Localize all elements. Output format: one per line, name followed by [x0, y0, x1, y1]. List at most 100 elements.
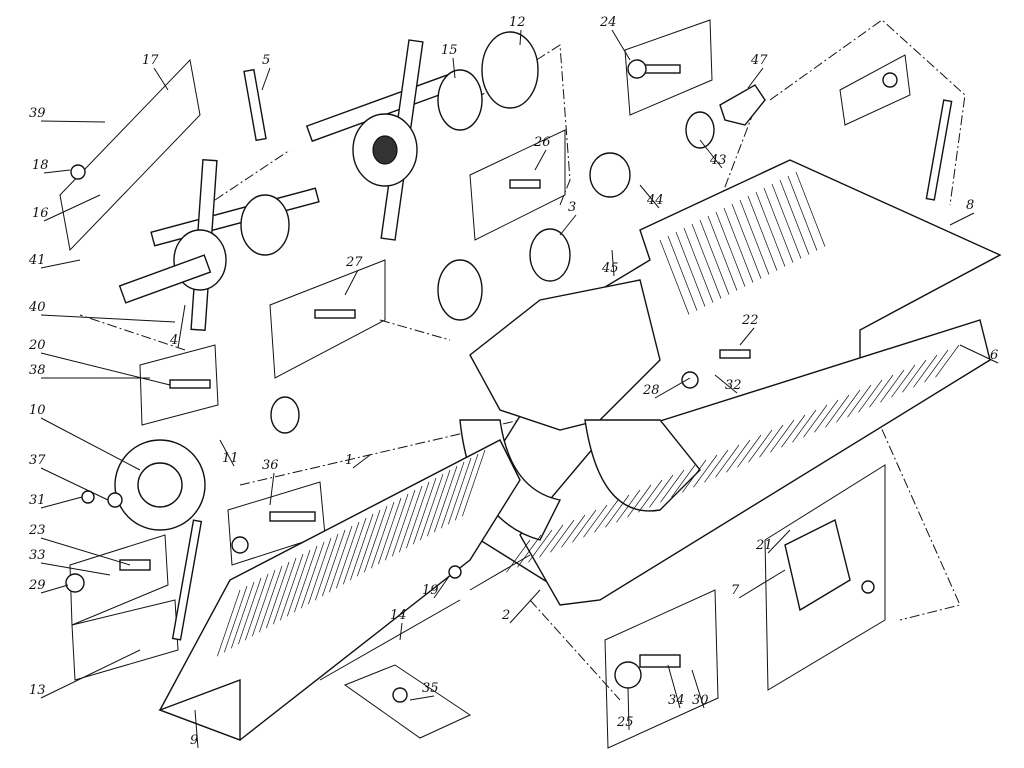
hatch-line [561, 514, 586, 548]
hatch-line [605, 494, 630, 528]
hatch-line [671, 464, 696, 498]
leader-line [40, 417, 141, 471]
leader-line [654, 377, 691, 399]
hatch-line [378, 497, 402, 565]
part-label-32: 32 [725, 378, 742, 393]
leader-line [344, 269, 359, 296]
hatch-line [770, 419, 795, 453]
hatch-line [747, 195, 778, 271]
part-label-5: 5 [262, 53, 270, 68]
part-label-26: 26 [533, 135, 551, 150]
part-label-40: 40 [28, 300, 46, 315]
leader-line [699, 139, 723, 169]
hatch-line [723, 207, 754, 283]
hatch-line [287, 549, 311, 617]
hatch-line [357, 509, 381, 577]
leader-line [519, 29, 522, 46]
hatch-line [252, 569, 276, 637]
part-label-9: 9 [190, 733, 198, 748]
part-label-3: 3 [568, 200, 576, 215]
part-label-28: 28 [642, 383, 660, 398]
hatch-line [803, 404, 828, 438]
part-label-34: 34 [668, 693, 685, 708]
hatch-line [707, 215, 738, 291]
hatch-line [814, 399, 839, 433]
leader-line [509, 589, 541, 624]
hatch-line [699, 219, 730, 295]
hatch-line [913, 354, 938, 388]
hatch-line [364, 505, 388, 573]
hatch-line [273, 557, 297, 625]
hatch-line [787, 175, 818, 251]
part-label-10: 10 [29, 403, 46, 418]
hatch-line [715, 211, 746, 287]
part-label-21: 21 [755, 538, 773, 553]
leader-line [194, 709, 199, 749]
part-label-1: 1 [345, 453, 353, 468]
part-label-27: 27 [345, 255, 363, 270]
leader-line [40, 584, 69, 594]
hatch-line [616, 489, 641, 523]
hatch-line [693, 454, 718, 488]
leader-line [153, 67, 169, 91]
hatch-line [771, 183, 802, 259]
hatch-line [737, 434, 762, 468]
hatch-line [847, 384, 872, 418]
leader-line [739, 327, 755, 346]
leader-line [409, 695, 435, 701]
hatch-line [385, 493, 409, 561]
leader-line [959, 344, 999, 364]
hatch-line [731, 203, 762, 279]
hatch-line [245, 573, 269, 641]
hatch-line [399, 485, 423, 553]
hatch-line [583, 504, 608, 538]
part-label-45: 45 [601, 261, 619, 276]
part-label-43: 43 [709, 153, 727, 168]
side-panel [158, 439, 521, 742]
hatch-line [902, 359, 927, 393]
hatch-line [441, 461, 465, 529]
part-label-17: 17 [142, 53, 159, 68]
leader-line [177, 304, 186, 349]
hatch-line [825, 394, 850, 428]
hatch-line [434, 465, 458, 533]
hatch-line [550, 519, 575, 553]
part-label-36: 36 [262, 458, 279, 473]
hatch-line [448, 457, 472, 525]
leader-line [627, 687, 630, 731]
hatch-line [413, 477, 437, 545]
leader-line [40, 467, 109, 501]
part-label-33: 33 [29, 548, 46, 563]
hatch-line [924, 349, 949, 383]
part-label-22: 22 [741, 313, 759, 328]
hatch-line [336, 521, 360, 589]
hatch-line [836, 389, 861, 423]
leader-line [714, 374, 738, 394]
part-label-24: 24 [599, 15, 617, 30]
hatch-line [406, 481, 430, 549]
hatch-line [755, 191, 786, 267]
part-label-8: 8 [966, 198, 974, 213]
hatch-line [315, 533, 339, 601]
leader-line [261, 67, 271, 91]
hatch-line [238, 577, 262, 645]
hatch-line [371, 501, 395, 569]
hatch-line [880, 369, 905, 403]
leader-line [269, 472, 275, 506]
part-label-11: 11 [222, 451, 239, 466]
hatch-line [594, 499, 619, 533]
hatch-line [659, 239, 690, 315]
leader-line [40, 537, 131, 566]
hatch-line [748, 429, 773, 463]
leader-line [40, 562, 111, 576]
part-label-30: 30 [692, 693, 709, 708]
leader-line [40, 314, 176, 323]
part-label-20: 20 [28, 338, 46, 353]
leader-line [219, 439, 235, 467]
hatch-line [217, 589, 241, 657]
part-label-6: 6 [990, 348, 998, 363]
hatch-line [455, 453, 479, 521]
hatch-line [649, 474, 674, 508]
part-label-15: 15 [441, 43, 458, 58]
